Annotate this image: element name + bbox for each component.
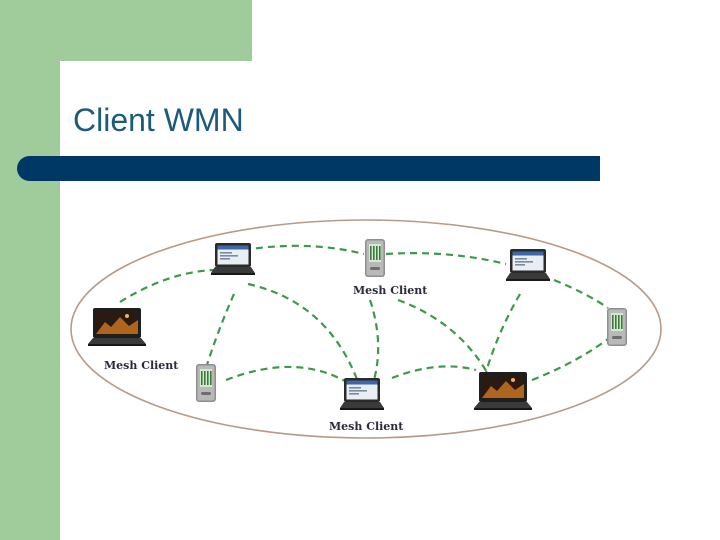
pda-icon [607,308,627,346]
laptop-icon [211,243,255,275]
pda-icon [196,364,216,402]
laptop-icon [340,378,384,410]
link [391,365,477,380]
laptop-icon [506,249,550,281]
laptop-icon [88,308,146,346]
link [225,365,351,385]
slide-title: Client WMN [73,102,244,138]
laptop-icon [474,372,532,410]
link [531,335,613,382]
link [385,252,507,266]
accent-block [0,0,252,61]
link [484,293,521,373]
link [243,244,365,256]
link [119,268,215,303]
link [247,282,360,383]
network-boundary-ellipse [70,219,662,439]
pda-icon [365,239,385,277]
mesh-links [119,244,613,385]
link [204,293,236,369]
accent-strip [0,0,60,540]
mesh-client-label: Mesh Client [104,359,179,372]
link [397,298,489,375]
link [553,278,609,309]
mesh-client-label: Mesh Client [353,284,428,297]
mesh-client-label: Mesh Client [329,420,404,433]
content-panel [60,61,720,540]
title-underline-bar [17,156,600,181]
link [368,299,380,381]
mesh-network-diagram: Mesh Client Mesh Client Mesh Client [70,219,662,439]
